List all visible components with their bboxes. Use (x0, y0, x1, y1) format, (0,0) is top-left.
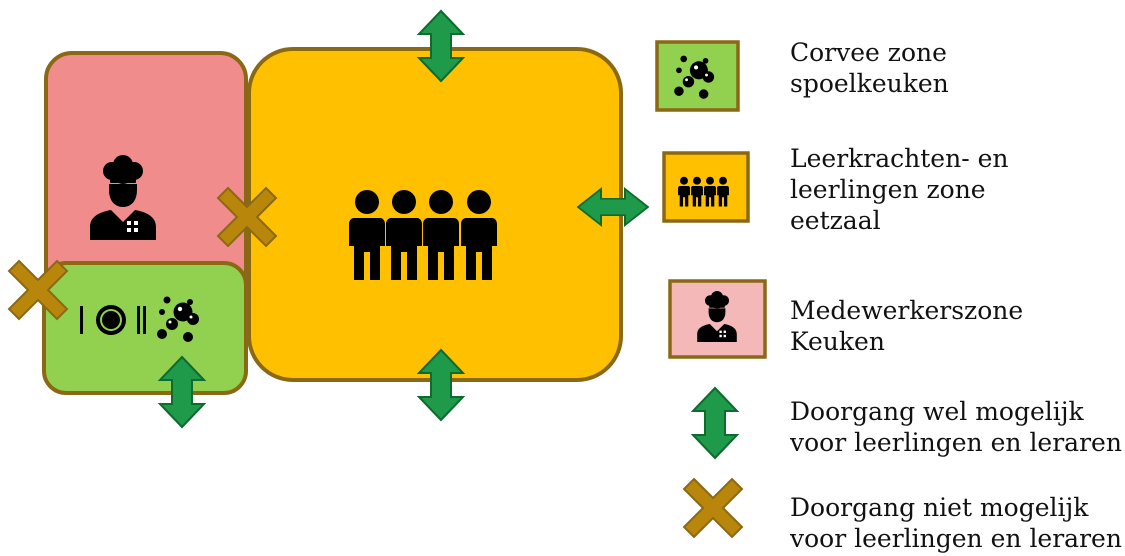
plate-cutlery-icon (80, 305, 146, 335)
legend-scullery-swatch (655, 40, 740, 112)
legend-kitchen-swatch (668, 279, 767, 359)
legend-dining-swatch (662, 151, 750, 223)
legend-cross-icon (683, 478, 743, 538)
legend-double-arrow-icon (692, 387, 738, 459)
dining-zone (247, 47, 623, 382)
legend-passage-allowed-label: Doorgang wel mogelijk voor leerlingen en… (790, 397, 1122, 457)
legend-kitchen-label: Medewerkerszone Keuken (790, 296, 1024, 356)
legend-dining-label: Leerkrachten- en leerlingen zone eetzaal (790, 144, 1009, 235)
legend-scullery-label: Corvee zone spoelkeuken (790, 38, 949, 98)
legend-passage-blocked-label: Doorgang niet mogelijk voor leerlingen e… (790, 493, 1122, 553)
